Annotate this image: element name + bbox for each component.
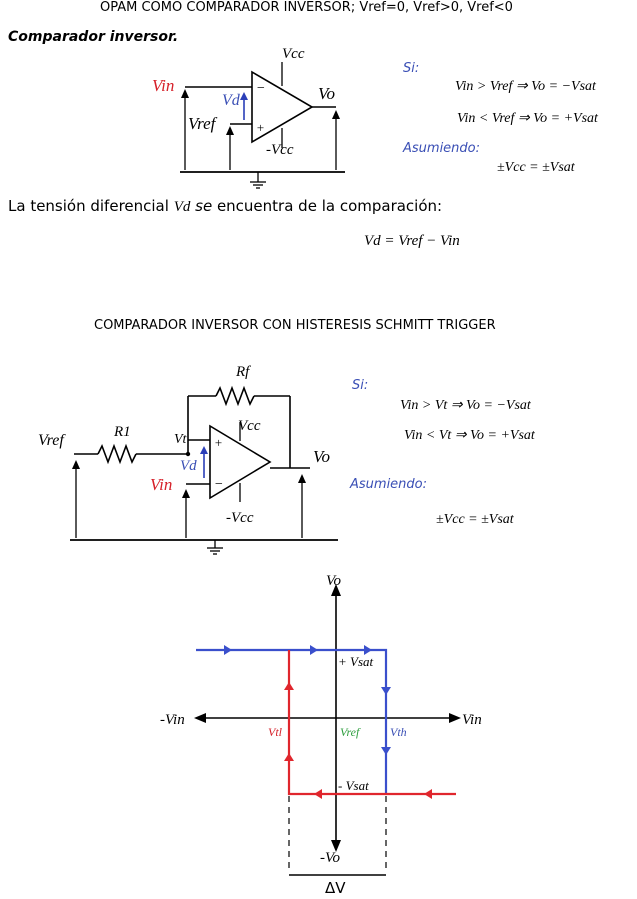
vth-label: Vth <box>390 725 407 739</box>
vcc-top-label: Vcc <box>282 46 305 62</box>
equation-3: ±Vcc = ±Vsat <box>497 160 575 175</box>
schmitt-circuit: + − <box>70 385 338 555</box>
vo-label-2: Vo <box>313 447 330 466</box>
differential-paragraph: La tensión diferencial Vd se encuentra d… <box>8 197 443 215</box>
opamp-triangle <box>209 424 272 500</box>
vcc-bottom-label: -Vcc <box>266 142 294 158</box>
vin-axis-label: Vin <box>462 712 482 728</box>
equation-7: ±Vcc = ±Vsat <box>436 512 514 527</box>
plus-vsat-label: + Vsat <box>338 654 374 669</box>
upper-transition-path <box>196 648 388 794</box>
vin-label-2: Vin <box>150 475 173 494</box>
top-title: OPAM COMO COMPARADOR INVERSOR; Vref=0, V… <box>100 0 513 15</box>
vo-label: Vo <box>318 84 335 103</box>
asumiendo-label-2: Asumiendo: <box>350 477 428 492</box>
comparator-circuit: − + <box>180 62 345 189</box>
vtl-label: Vtl <box>268 725 282 739</box>
svg-text:−: − <box>214 477 223 492</box>
lower-transition-path <box>287 650 456 796</box>
opamp-triangle <box>251 70 314 144</box>
rf-label: Rf <box>236 364 250 380</box>
vref-label: Vref <box>188 114 216 133</box>
neg-vin-axis-label: -Vin <box>160 712 185 728</box>
delta-v-label: ΔV <box>325 879 346 897</box>
middle-title: COMPARADOR INVERSOR CON HISTERESIS SCHMI… <box>94 318 496 333</box>
equation-1: Vin > Vref ⇒ Vo = −Vsat <box>455 79 596 94</box>
vref-label-2: Vref <box>38 432 64 449</box>
hysteresis-graph <box>194 584 461 876</box>
equation-6: Vin < Vt ⇒ Vo = +Vsat <box>404 428 535 443</box>
vd-label-2: Vd <box>180 458 197 474</box>
minus-vsat-label: - Vsat <box>338 778 369 793</box>
vt-label: Vt <box>174 432 187 447</box>
svg-text:−: − <box>256 81 265 96</box>
vref-graph-label: Vref <box>340 725 360 739</box>
si-label-2: Si: <box>352 378 369 393</box>
r1-label: R1 <box>114 424 131 440</box>
si-label: Si: <box>403 61 420 76</box>
equation-4: Vd = Vref − Vin <box>364 233 460 249</box>
svg-text:+: + <box>214 435 223 450</box>
vcc-bottom-label-2: -Vcc <box>226 510 254 526</box>
vin-label: Vin <box>152 76 175 95</box>
neg-vo-axis-label: -Vo <box>320 850 340 866</box>
section1-heading: Comparador inversor. <box>8 29 179 45</box>
vcc-top-label-2: Vcc <box>238 418 261 434</box>
equation-2: Vin < Vref ⇒ Vo = +Vsat <box>457 111 598 126</box>
svg-text:+: + <box>256 120 265 135</box>
vd-label: Vd <box>222 92 240 109</box>
equation-5: Vin > Vt ⇒ Vo = −Vsat <box>400 398 531 413</box>
asumiendo-label: Asumiendo: <box>403 141 481 156</box>
vo-axis-label: Vo <box>326 573 341 589</box>
